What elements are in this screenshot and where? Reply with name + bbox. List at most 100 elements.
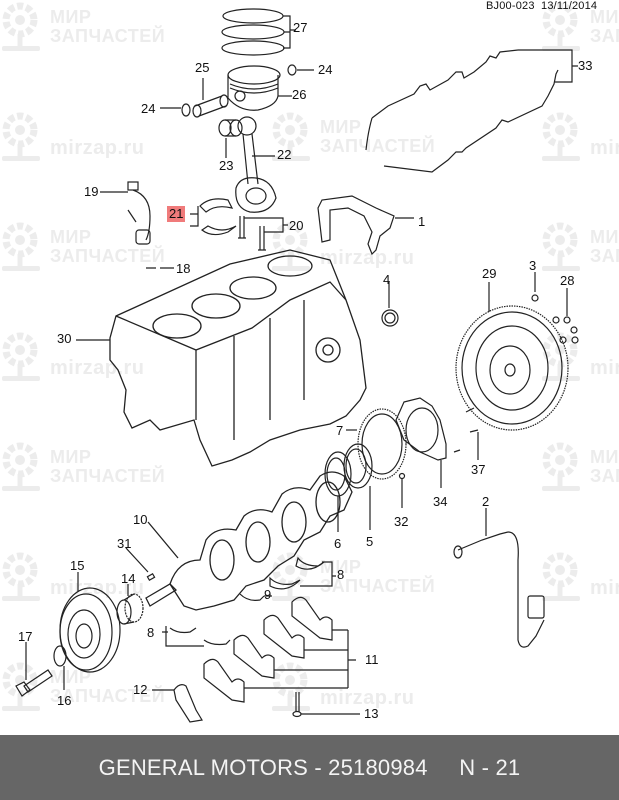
callout-6[interactable]: 6 [334, 536, 342, 551]
watermark-line1: МИР [590, 7, 619, 27]
callout-7[interactable]: 7 [336, 423, 344, 438]
map-pin-logo-icon [542, 442, 580, 491]
piston-rings [221, 8, 296, 56]
knock-sensor [100, 181, 151, 245]
callout-24b[interactable]: 24 [141, 101, 156, 116]
cover-gasket [365, 49, 578, 173]
watermark-logo: mirzap.ru [540, 112, 619, 162]
callout-18[interactable]: 18 [176, 261, 191, 276]
callout-22[interactable]: 22 [277, 147, 292, 162]
callout-28[interactable]: 28 [560, 273, 575, 288]
map-pin-logo-icon [2, 442, 40, 491]
watermark-domain: mirzap.ru [590, 136, 619, 159]
thrust-washers [324, 443, 373, 532]
callout-2[interactable]: 2 [482, 494, 490, 509]
engine-block [76, 249, 367, 467]
main-cap-end [152, 684, 203, 723]
callout-11[interactable]: 11 [365, 652, 379, 667]
dowel-pin [531, 294, 539, 302]
footer-bar: GENERAL MOTORS - 25180984 N - 21 [0, 735, 619, 800]
callout-10[interactable]: 10 [133, 512, 148, 527]
callout-37[interactable]: 37 [471, 462, 486, 477]
map-pin-logo-icon [542, 112, 580, 161]
rod-bolts [238, 216, 288, 251]
wrist-pin [192, 78, 229, 118]
housing-bolts [453, 407, 479, 460]
circlip [181, 103, 191, 117]
map-pin-logo-icon [2, 332, 40, 381]
watermark-logo: mirzap.ru [270, 662, 415, 712]
callout-3[interactable]: 3 [529, 258, 537, 273]
watermark-line1: МИР [320, 117, 362, 137]
callout-23[interactable]: 23 [219, 158, 234, 173]
callout-1[interactable]: 1 [418, 214, 426, 229]
callout-20[interactable]: 20 [289, 218, 304, 233]
callout-25[interactable]: 25 [195, 60, 210, 75]
seal-plug [381, 282, 399, 327]
piston [227, 65, 292, 111]
watermark-domain: mirzap.ru [590, 576, 619, 599]
callout-21-highlighted[interactable]: 21 [167, 206, 186, 222]
watermark-line1: МИР [50, 667, 92, 687]
callout-12[interactable]: 12 [133, 682, 148, 697]
watermark-line1: МИР [590, 447, 619, 467]
watermark-domain: mirzap.ru [320, 686, 415, 709]
watermark-logo: mirzap.ru [0, 112, 145, 162]
callout-24[interactable]: 24 [318, 62, 333, 77]
pulley-bolt [15, 642, 53, 697]
callout-29[interactable]: 29 [482, 266, 497, 281]
footer-part-info: GENERAL MOTORS - 25180984 N - 21 [98, 754, 521, 780]
callout-14[interactable]: 14 [121, 571, 136, 586]
watermark-line2: ЗАПЧАСТЕЙ [50, 686, 166, 706]
watermark-logo: mirzap.ru [540, 552, 619, 602]
watermark-domain: mirzap.ru [320, 246, 415, 269]
callout-4[interactable]: 4 [383, 272, 391, 287]
callout-17[interactable]: 17 [18, 629, 33, 644]
map-pin-logo-icon [272, 112, 310, 161]
flywheel [455, 282, 569, 431]
callout-34[interactable]: 34 [433, 494, 448, 509]
callout-26[interactable]: 26 [292, 87, 307, 102]
callout-27[interactable]: 27 [293, 20, 308, 35]
map-pin-logo-icon [272, 662, 310, 711]
oxygen-sensor [453, 508, 545, 648]
callout-5[interactable]: 5 [366, 534, 374, 549]
callout-31[interactable]: 31 [117, 536, 132, 551]
callout-32[interactable]: 32 [394, 514, 409, 529]
diagram-code: BJ00-023 [486, 0, 535, 12]
mounting-bracket [317, 195, 414, 256]
map-pin-logo-icon [272, 222, 310, 271]
watermark-line1: МИР [50, 227, 92, 247]
watermark-line2: ЗАПЧАСТЕЙ [590, 246, 619, 266]
exploded-parts-drawing [15, 8, 579, 723]
bushing [218, 119, 243, 158]
callout-15[interactable]: 15 [70, 558, 85, 573]
watermark-logo: mirzap.ru [0, 332, 145, 382]
map-pin-logo-icon [2, 2, 40, 51]
callout-8[interactable]: 8 [337, 567, 345, 582]
watermark-line1: МИР [50, 7, 92, 27]
connecting-rod [235, 116, 277, 213]
callout-16[interactable]: 16 [57, 693, 72, 708]
callout-9[interactable]: 9 [264, 587, 272, 602]
main-bearing-caps [203, 596, 356, 703]
main-bearing-shells [162, 556, 336, 647]
map-pin-logo-icon [542, 222, 580, 271]
washer [53, 645, 67, 667]
callout-19[interactable]: 19 [84, 184, 99, 199]
watermark-domain: mirzap.ru [50, 136, 145, 159]
watermark-line2: ЗАПЧАСТЕЙ [50, 26, 166, 46]
callout-8b[interactable]: 8 [147, 625, 155, 640]
crankshaft [145, 471, 353, 611]
callout-30[interactable]: 30 [57, 331, 72, 346]
map-pin-logo-icon [542, 552, 580, 601]
crank-sprocket [116, 584, 144, 625]
callout-33[interactable]: 33 [578, 58, 593, 73]
callout-13[interactable]: 13 [364, 706, 379, 721]
watermark-line1: МИР [590, 227, 619, 247]
watermark-line2: ЗАПЧАСТЕЙ [590, 26, 619, 46]
